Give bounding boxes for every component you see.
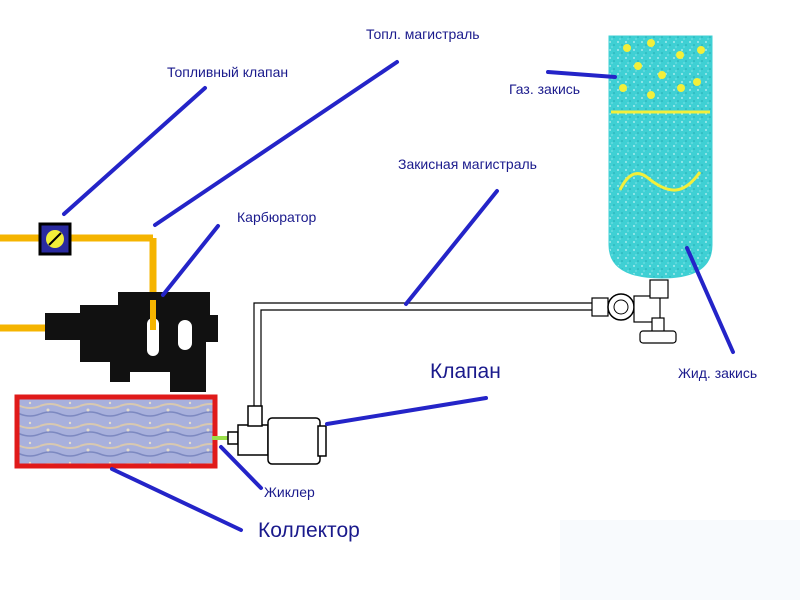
label-gas-nitrous: Газ. закись [509,81,581,97]
label-fuel-line: Топл. магистраль [366,26,480,42]
pointer-gas-nitrous [546,70,617,79]
pointer-carburetor [161,224,220,297]
label-liquid-nitrous: Жид. закись [678,365,758,381]
pointer-collector [110,467,243,532]
carburetor [45,292,218,392]
collector [14,394,218,469]
label-jet: Жиклер [264,484,315,500]
pointer-fuel-line [153,60,399,227]
background-shade [560,520,800,600]
pointer-valve [325,396,488,426]
fuel-valve [38,222,72,256]
label-collector: Коллектор [258,519,360,542]
gas-bubbles [619,39,705,99]
liquid-wave [618,171,702,192]
pointer-liquid-nitrous [685,246,735,354]
solenoid-valve [237,405,327,465]
label-carburetor: Карбюратор [237,209,317,225]
pointer-jet [219,445,263,490]
label-nitrous-line: Закисная магистраль [398,156,537,172]
bottle-valve [591,279,677,344]
pointer-nitrous-line [404,189,499,306]
pointer-lines [62,60,735,532]
pointer-fuel-valve [62,86,207,216]
nitrous-line [253,302,596,406]
label-valve: Клапан [430,360,501,383]
label-fuel-valve: Топливный клапан [167,64,289,80]
nitrous-bottle [608,35,713,279]
